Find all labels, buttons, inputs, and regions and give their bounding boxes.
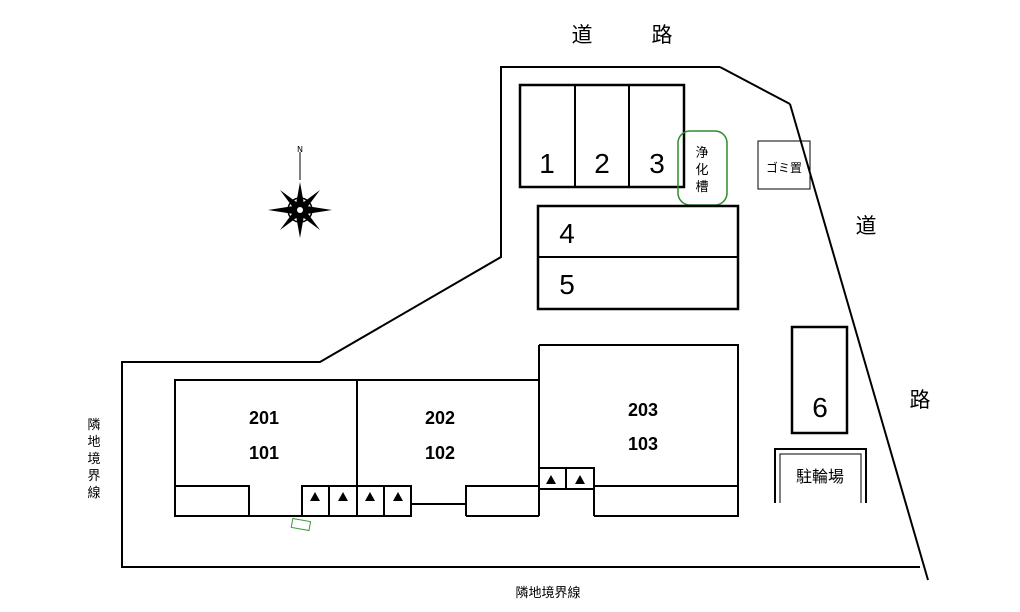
bicycle-parking-inner <box>779 453 862 503</box>
parking-space-1: 1 <box>539 148 555 179</box>
unit-203-label: 203 <box>628 400 658 420</box>
bicycle-parking <box>774 448 867 503</box>
compass-north-label: N <box>297 145 303 154</box>
stair-triangle-icon <box>365 492 375 501</box>
garbage-station <box>757 140 811 190</box>
septic-tank-char-3: 槽 <box>695 180 708 195</box>
unit-102-label: 102 <box>425 443 455 463</box>
boundary-left-char-5: 線 <box>87 485 100 501</box>
stair-triangle-icon <box>546 475 556 484</box>
road-top-char-1: 道 <box>572 23 593 47</box>
road-edge-right <box>789 103 929 581</box>
parking-space-5: 5 <box>559 269 575 300</box>
unit-202-label: 202 <box>425 408 455 428</box>
road-top-char-2: 路 <box>652 23 673 47</box>
unit-201-label: 201 <box>249 408 279 428</box>
parking-space-4: 4 <box>559 218 575 249</box>
boundary-left-char-3: 境 <box>87 452 100 467</box>
apartment-building <box>174 344 739 517</box>
septic-tank-char-2: 化 <box>695 163 708 178</box>
parking-block-1-3 <box>518 83 686 189</box>
stair-triangle-icon <box>575 475 585 484</box>
unit-103-label: 103 <box>628 434 658 454</box>
unit-101-label: 101 <box>249 443 279 463</box>
stair-triangle-icon <box>310 492 320 501</box>
septic-tank-char-1: 浄 <box>695 146 708 161</box>
road-edge-top-right <box>719 66 791 105</box>
parking-space-2: 2 <box>594 148 610 179</box>
bicycle-parking-label: 駐輪場 <box>796 467 844 486</box>
parking-space-6: 6 <box>812 392 828 423</box>
boundary-bottom-label: 隣地境界線 <box>515 585 580 601</box>
stair-triangle-icon <box>393 492 403 501</box>
parking-space-3: 3 <box>649 148 665 179</box>
boundary-left-char-1: 隣 <box>87 417 100 433</box>
compass-rose <box>268 152 332 238</box>
parking-space-6-box <box>790 325 849 435</box>
site-boundary <box>121 66 920 568</box>
road-right-char-2: 路 <box>910 388 931 412</box>
road-right-char-1: 道 <box>856 214 877 238</box>
meter-box <box>290 517 312 532</box>
boundary-left-char-4: 界 <box>87 469 100 484</box>
boundary-left-char-2: 地 <box>87 435 100 450</box>
garbage-station-label: ゴミ置 <box>766 160 802 175</box>
stair-triangle-icon <box>338 492 348 501</box>
